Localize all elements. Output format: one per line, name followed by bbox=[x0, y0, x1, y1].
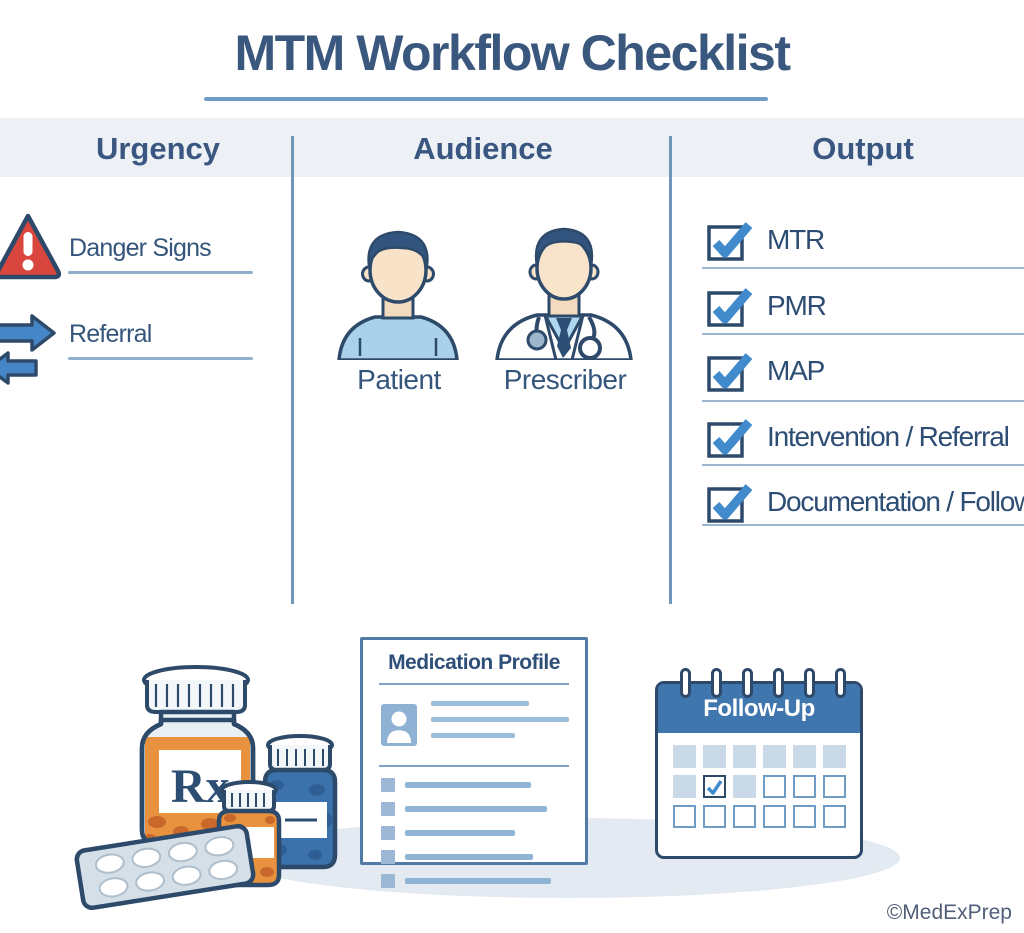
urgency-item-underline bbox=[68, 357, 253, 360]
checklist-item-label: PMR bbox=[767, 290, 827, 321]
transfer-arrows-icon bbox=[0, 314, 56, 385]
medication-profile-title: Medication Profile bbox=[388, 651, 560, 674]
text-line-placeholder bbox=[431, 717, 569, 722]
binder-ring-icon bbox=[804, 668, 815, 698]
column-divider bbox=[291, 136, 294, 604]
list-bullet bbox=[381, 826, 395, 840]
list-item bbox=[381, 850, 569, 864]
checklist-item: PMR bbox=[706, 284, 827, 328]
checkbox-checked-icon bbox=[707, 222, 752, 261]
checklist-item-label: MAP bbox=[767, 355, 825, 386]
watermark: ©MedExPrep bbox=[886, 901, 1012, 924]
avatar-icon bbox=[381, 704, 417, 746]
calendar-day-cell bbox=[762, 805, 786, 828]
checklist-item: Documentation / Follow-Up bbox=[706, 480, 1024, 524]
calendar-day-cell bbox=[762, 775, 786, 798]
text-line-placeholder bbox=[405, 806, 547, 812]
calendar-day-cell bbox=[732, 745, 756, 768]
list-bullet bbox=[381, 874, 395, 888]
calendar-day-cell bbox=[822, 805, 846, 828]
checklist-separator bbox=[702, 464, 1024, 466]
calendar-day-cell bbox=[732, 775, 756, 798]
calendar-check-icon bbox=[706, 779, 723, 795]
calendar-grid bbox=[672, 745, 846, 828]
warning-triangle-icon bbox=[0, 213, 62, 280]
pill-bottles-icon: Rx bbox=[74, 665, 338, 910]
calendar-day-cell bbox=[762, 745, 786, 768]
checklist-item-label: Documentation / Follow-Up bbox=[767, 486, 1024, 517]
calendar-day-cell bbox=[672, 745, 696, 768]
checklist-item-label: MTR bbox=[767, 224, 825, 255]
checkbox-checked-icon bbox=[707, 484, 752, 523]
calendar-day-cell bbox=[702, 805, 726, 828]
text-line-placeholder bbox=[405, 830, 515, 836]
checklist-separator bbox=[702, 267, 1024, 269]
calendar-day-cell bbox=[792, 805, 816, 828]
column-header-output: Output bbox=[812, 131, 914, 166]
list-item bbox=[381, 826, 569, 840]
checklist-item-label: Intervention / Referral bbox=[767, 421, 1010, 452]
text-line-placeholder bbox=[405, 854, 533, 860]
text-line-placeholder bbox=[431, 701, 529, 706]
urgency-item-underline bbox=[68, 271, 253, 274]
text-line-placeholder bbox=[405, 782, 531, 788]
card-divider bbox=[379, 683, 569, 685]
medication-list-placeholder bbox=[381, 778, 569, 888]
rx-label: Rx bbox=[171, 760, 230, 813]
binder-ring-icon bbox=[773, 668, 784, 698]
calendar-day-cell bbox=[672, 805, 696, 828]
checklist-item: MAP bbox=[706, 349, 825, 393]
urgency-item-label: Danger Signs bbox=[69, 234, 212, 262]
follow-up-calendar: Follow-Up bbox=[655, 668, 863, 859]
calendar-day-cell bbox=[702, 745, 726, 768]
calendar-day-cell bbox=[822, 745, 846, 768]
urgency-item-label: Referral bbox=[69, 320, 152, 348]
audience-label-prescriber: Prescriber bbox=[503, 364, 627, 395]
list-bullet bbox=[381, 802, 395, 816]
binder-ring-icon bbox=[742, 668, 753, 698]
calendar-day-cell bbox=[822, 775, 846, 798]
calendar-day-cell bbox=[732, 805, 756, 828]
calendar-day-checked bbox=[702, 775, 726, 798]
title-underline bbox=[204, 97, 768, 101]
checkbox-checked-icon bbox=[707, 353, 752, 392]
checkbox-checked-icon bbox=[707, 288, 752, 327]
list-bullet bbox=[381, 778, 395, 792]
profile-summary-row bbox=[381, 697, 569, 753]
list-item bbox=[381, 874, 569, 888]
calendar-title: Follow-Up bbox=[658, 684, 860, 733]
profile-text-lines bbox=[431, 701, 569, 753]
column-divider bbox=[669, 136, 672, 604]
checkbox-checked-icon bbox=[707, 419, 752, 458]
medication-profile-card: Medication Profile bbox=[360, 637, 588, 888]
checklist-item: MTR bbox=[706, 218, 825, 262]
checklist-separator bbox=[702, 333, 1024, 335]
list-item bbox=[381, 802, 569, 816]
calendar-day-cell bbox=[672, 775, 696, 798]
binder-ring-icon bbox=[835, 668, 846, 698]
checklist-separator bbox=[702, 400, 1024, 402]
checklist-item: Intervention / Referral bbox=[706, 415, 1010, 459]
binder-ring-icon bbox=[711, 668, 722, 698]
column-header-urgency: Urgency bbox=[95, 131, 221, 166]
text-line-placeholder bbox=[405, 878, 551, 884]
prescriber-icon bbox=[495, 227, 633, 360]
page-title: MTM Workflow Checklist bbox=[234, 25, 791, 81]
binder-ring-icon bbox=[680, 668, 691, 698]
list-item bbox=[381, 778, 569, 792]
column-header-band bbox=[0, 118, 1024, 177]
card-divider bbox=[379, 765, 569, 767]
audience-label-patient: Patient bbox=[357, 364, 441, 395]
text-line-placeholder bbox=[431, 733, 515, 738]
calendar-day-cell bbox=[792, 775, 816, 798]
list-bullet bbox=[381, 850, 395, 864]
column-header-audience: Audience bbox=[413, 131, 553, 166]
patient-icon bbox=[337, 230, 459, 360]
calendar-day-cell bbox=[792, 745, 816, 768]
checklist-separator bbox=[702, 524, 1024, 526]
